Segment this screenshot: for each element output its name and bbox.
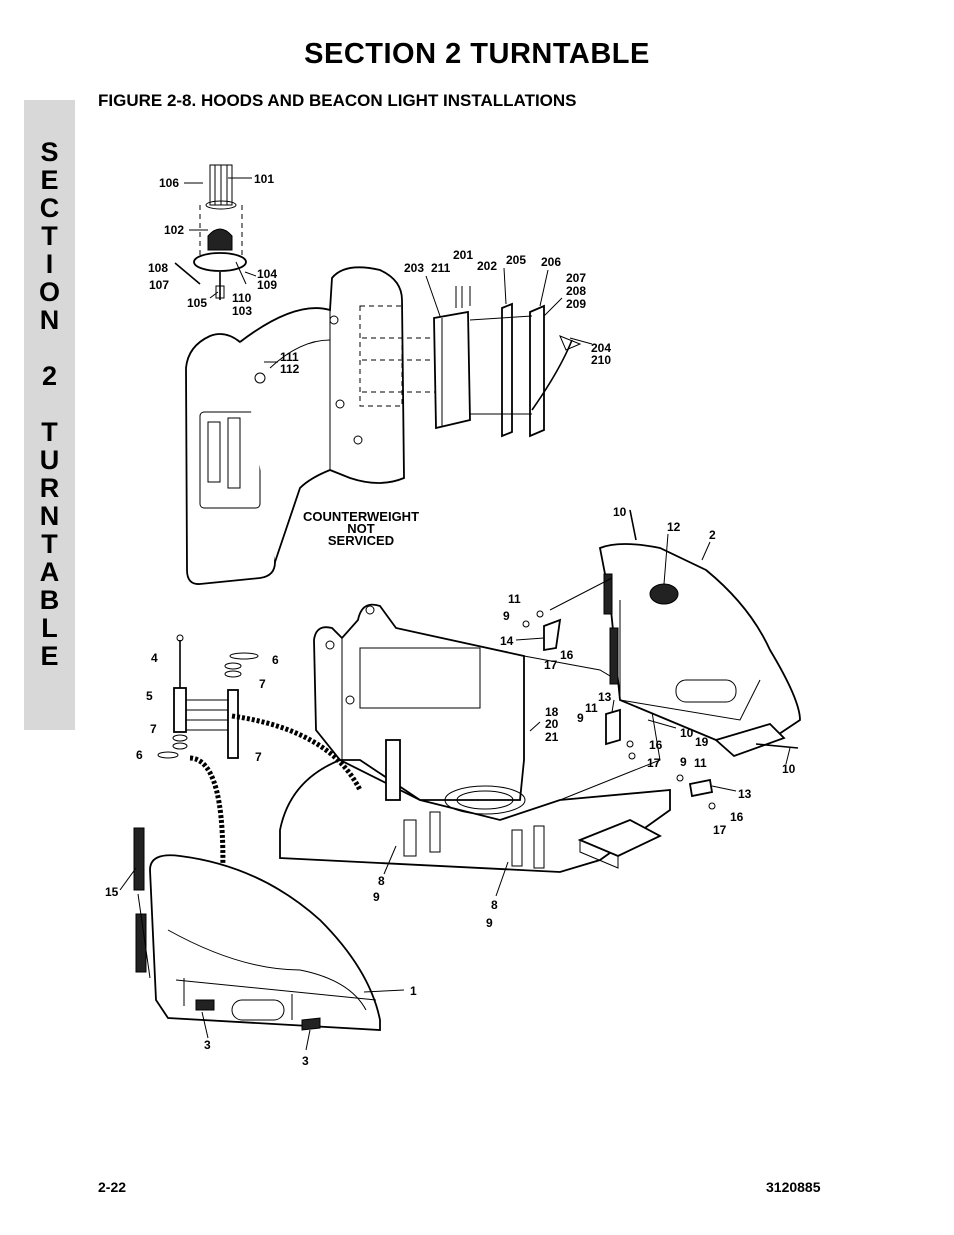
callout: 112 <box>280 362 300 376</box>
callout: 21 <box>545 730 559 744</box>
callout: 12 <box>667 520 681 534</box>
section-side-tab: S E C T I O N 2 T U R N T A B L E <box>24 100 75 730</box>
beacon-light-assembly <box>174 164 247 300</box>
callout: 19 <box>695 735 709 749</box>
side-tab-letter: T <box>41 417 58 447</box>
left-hood <box>133 827 381 1031</box>
callout: 210 <box>591 353 611 367</box>
side-tab-letter: L <box>41 613 58 643</box>
callout: 13 <box>598 690 612 704</box>
callout: 13 <box>738 787 752 801</box>
callout: 6 <box>136 748 143 762</box>
callout: 209 <box>566 297 586 311</box>
callout: 17 <box>544 658 558 672</box>
callout: 14 <box>500 634 514 648</box>
callout: 7 <box>259 677 266 691</box>
callout: 15 <box>105 885 119 899</box>
document-number: 3120885 <box>766 1179 821 1195</box>
callout: 211 <box>431 261 451 275</box>
callout: 204 <box>591 341 611 355</box>
callout: 4 <box>151 651 158 665</box>
callout: 11 <box>508 592 521 606</box>
side-tab-letter: A <box>39 557 60 587</box>
callout: 17 <box>713 823 727 837</box>
side-tab-letter: T <box>41 529 58 559</box>
turntable-frame <box>279 603 671 873</box>
callout: 20 <box>545 717 559 731</box>
callout: 201 <box>453 248 473 262</box>
side-tab-letter: N <box>39 305 60 335</box>
side-tab-letter: E <box>40 165 59 195</box>
note-line: COUNTERWEIGHT <box>303 509 419 524</box>
callout: 9 <box>680 755 687 769</box>
callout: 109 <box>257 278 277 292</box>
callout: 10 <box>613 505 627 519</box>
callout: 103 <box>232 304 252 318</box>
callout: 16 <box>560 648 574 662</box>
side-tab-letter: N <box>39 501 60 531</box>
callout: 10 <box>680 726 694 740</box>
callout: 205 <box>506 253 526 267</box>
leader-lines <box>119 177 791 1051</box>
callout: 1 <box>410 984 417 998</box>
hood-seal-strip <box>231 713 363 792</box>
callout: 9 <box>503 609 510 623</box>
callout: 207 <box>566 271 586 285</box>
callout: 8 <box>378 874 385 888</box>
callout: 11 <box>585 701 598 715</box>
side-tab-letter: S <box>40 137 59 167</box>
callout: 9 <box>486 916 493 930</box>
callout: 3 <box>302 1054 309 1068</box>
callout: 10 <box>782 762 796 776</box>
callout: 110 <box>232 291 252 305</box>
counterweight <box>185 266 440 585</box>
callout: 105 <box>187 296 207 310</box>
callout: 16 <box>730 810 744 824</box>
side-tab-letter: O <box>38 277 60 307</box>
side-tab-letter: B <box>39 585 60 615</box>
side-tab-letter: I <box>45 249 54 279</box>
callout: 16 <box>649 738 663 752</box>
callout: 9 <box>577 711 584 725</box>
callout: 107 <box>149 278 169 292</box>
callout: 206 <box>541 255 561 269</box>
callout: 9 <box>373 890 380 904</box>
callout: 102 <box>164 223 184 237</box>
callout: 18 <box>545 705 559 719</box>
side-tab-letter: R <box>39 473 60 503</box>
callout: 3 <box>204 1038 211 1052</box>
side-tab-letter: E <box>40 641 59 671</box>
callout: 111 <box>280 350 299 364</box>
callout: 106 <box>159 176 179 190</box>
callout: 208 <box>566 284 586 298</box>
callout: 11 <box>694 756 707 770</box>
right-hood <box>549 543 801 758</box>
callout: 7 <box>150 722 157 736</box>
side-tab-letter: T <box>41 221 58 251</box>
callout: 5 <box>146 689 153 703</box>
callout: 2 <box>709 528 716 542</box>
callout: 6 <box>272 653 279 667</box>
hood-brackets <box>522 509 799 810</box>
callout: 203 <box>404 261 424 275</box>
callout: 8 <box>491 898 498 912</box>
side-tab-letter: 2 <box>41 361 58 391</box>
callout: 108 <box>148 261 168 275</box>
section-title: SECTION 2 TURNTABLE <box>304 38 650 70</box>
callout: 202 <box>477 259 497 273</box>
mount-bracket-parts <box>433 286 582 438</box>
figure-title: FIGURE 2-8. HOODS AND BEACON LIGHT INSTA… <box>98 91 577 110</box>
callout: 7 <box>255 750 262 764</box>
note-line: SERVICED <box>328 533 394 548</box>
hinge-hardware <box>157 634 259 759</box>
page-number: 2-22 <box>98 1179 127 1195</box>
callout: 104 <box>257 267 277 281</box>
side-tab-letter: C <box>39 193 60 223</box>
side-tab-letter: U <box>39 445 60 475</box>
callout: 17 <box>647 756 661 770</box>
callout: 101 <box>254 172 274 186</box>
note-line: NOT <box>347 521 375 536</box>
